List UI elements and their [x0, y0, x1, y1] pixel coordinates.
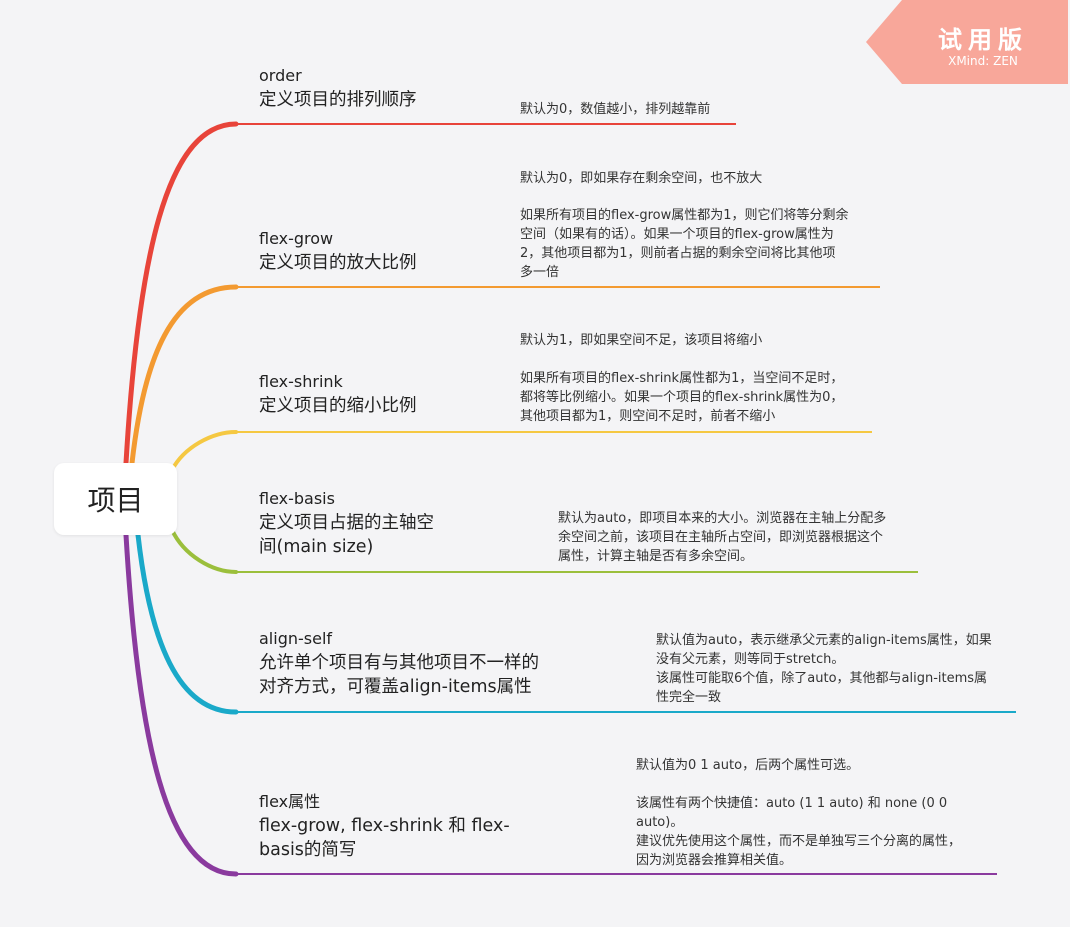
note-line: 如果所有项目的flex-grow属性都为1，则它们将等分剩余 — [520, 208, 849, 223]
root-topic[interactable]: 项目 — [54, 463, 177, 535]
note-line: 建议优先使用这个属性，而不是单独写三个分离的属性， — [636, 834, 962, 849]
branch-align-self[interactable]: align-self 允许单个项目有与其他项目不一样的 对齐方式，可覆盖alig… — [259, 627, 539, 699]
note-line: 余空间之前，该项目在主轴所占空间，即浏览器根据这个 — [558, 530, 884, 545]
branch-align-self-desc-1: 允许单个项目有与其他项目不一样的 — [259, 653, 539, 673]
branch-flex-grow-name: flex-grow — [259, 229, 334, 248]
branch-flex-basis-desc-2: 间(main size) — [259, 537, 374, 557]
watermark-title: 试用版 — [938, 26, 1028, 54]
root-topic-label: 项目 — [87, 484, 144, 517]
branch-align-self-desc-2: 对齐方式，可覆盖align-items属性 — [259, 677, 532, 697]
note-flex-shrink-default: 默认为1，即如果空间不足，该项目将缩小 — [520, 331, 762, 350]
branch-order[interactable]: order 定义项目的排列顺序 — [259, 64, 417, 112]
branch-align-self-name: align-self — [259, 629, 333, 648]
note-line: 多一倍 — [520, 265, 560, 280]
note-line: 如果所有项目的flex-shrink属性都为1，当空间不足时， — [520, 371, 844, 386]
note-order: 默认为0，数值越小，排列越靠前 — [520, 100, 710, 119]
branch-flex-name: flex属性 — [259, 792, 321, 811]
branch-connector — [170, 528, 238, 574]
note-line: 默认为auto，即项目本来的大小。浏览器在主轴上分配多 — [558, 511, 887, 526]
note-line: 默认值为0 1 auto，后两个属性可选。 — [636, 758, 860, 773]
note-line: 其他项目都为1，则空间不足时，前者不缩小 — [520, 409, 776, 424]
note-align-self: 默认值为auto，表示继承父元素的align-items属性，如果 没有父元素，… — [656, 631, 992, 707]
note-flex-grow-default: 默认为0，即如果存在剩余空间，也不放大 — [520, 169, 762, 188]
branch-flex-shrink-name: flex-shrink — [259, 372, 343, 391]
trial-watermark: 试用版 XMind: ZEN — [866, 0, 1068, 84]
branch-flex-basis-name: flex-basis — [259, 489, 335, 508]
branch-connector — [123, 121, 239, 466]
note-line: 属性，计算主轴是否有多余空间。 — [558, 549, 754, 564]
branch-flex-grow[interactable]: flex-grow 定义项目的放大比例 — [259, 227, 417, 275]
note-flex-shrink-detail: 如果所有项目的flex-shrink属性都为1，当空间不足时， 都将等比例缩小。… — [520, 369, 843, 426]
branch-flex-desc-2: basis的简写 — [259, 840, 357, 860]
branch-order-name: order — [259, 66, 302, 85]
branch-flex-basis[interactable]: flex-basis 定义项目占据的主轴空 间(main size) — [259, 487, 434, 559]
branch-flex[interactable]: flex属性 flex-grow, flex-shrink 和 flex- ba… — [259, 790, 510, 862]
note-line: 默认为1，即如果空间不足，该项目将缩小 — [520, 333, 763, 348]
note-line: 2，其他项目都为1，则前者占据的剩余空间将比其他项 — [520, 246, 836, 261]
note-line: auto)。 — [636, 815, 684, 830]
note-line: 性完全一致 — [656, 690, 722, 705]
note-line: 因为浏览器会推算相关值。 — [636, 853, 793, 868]
note-line: 该属性可能取6个值，除了auto，其他都与align-items属 — [656, 671, 988, 686]
note-flex-basis: 默认为auto，即项目本来的大小。浏览器在主轴上分配多 余空间之前，该项目在主轴… — [558, 509, 886, 566]
watermark-banner-shape — [866, 0, 1068, 84]
branch-flex-desc-1: flex-grow, flex-shrink 和 flex- — [259, 816, 510, 836]
note-line: 都将等比例缩小。如果一个项目的flex-shrink属性为0， — [520, 390, 844, 405]
watermark-subtitle: XMind: ZEN — [948, 54, 1018, 68]
branch-flex-basis-desc-1: 定义项目占据的主轴空 — [259, 513, 434, 533]
note-line: 默认为0，即如果存在剩余空间，也不放大 — [520, 171, 763, 186]
note-line: 默认为0，数值越小，排列越靠前 — [520, 102, 711, 117]
branch-connector — [170, 430, 238, 472]
note-flex-default: 默认值为0 1 auto，后两个属性可选。 — [636, 756, 859, 775]
branch-flex-grow-desc: 定义项目的放大比例 — [259, 253, 417, 273]
branch-connector — [129, 284, 239, 466]
branch-flex-shrink[interactable]: flex-shrink 定义项目的缩小比例 — [259, 370, 417, 418]
note-line: 默认值为auto，表示继承父元素的align-items属性，如果 — [656, 633, 992, 648]
branch-connector — [135, 532, 239, 715]
note-flex-detail: 该属性有两个快捷值：auto (1 1 auto) 和 none (0 0 au… — [636, 794, 961, 870]
branch-order-desc: 定义项目的排列顺序 — [259, 90, 417, 110]
note-line: 没有父元素，则等同于stretch。 — [656, 652, 845, 667]
branch-connector — [123, 532, 239, 877]
note-line: 空间（如果有的话）。如果一个项目的flex-grow属性为 — [520, 227, 834, 242]
note-line: 该属性有两个快捷值：auto (1 1 auto) 和 none (0 0 — [636, 796, 948, 811]
branch-flex-shrink-desc: 定义项目的缩小比例 — [259, 396, 417, 416]
note-flex-grow-detail: 如果所有项目的flex-grow属性都为1，则它们将等分剩余 空间（如果有的话）… — [520, 206, 849, 282]
